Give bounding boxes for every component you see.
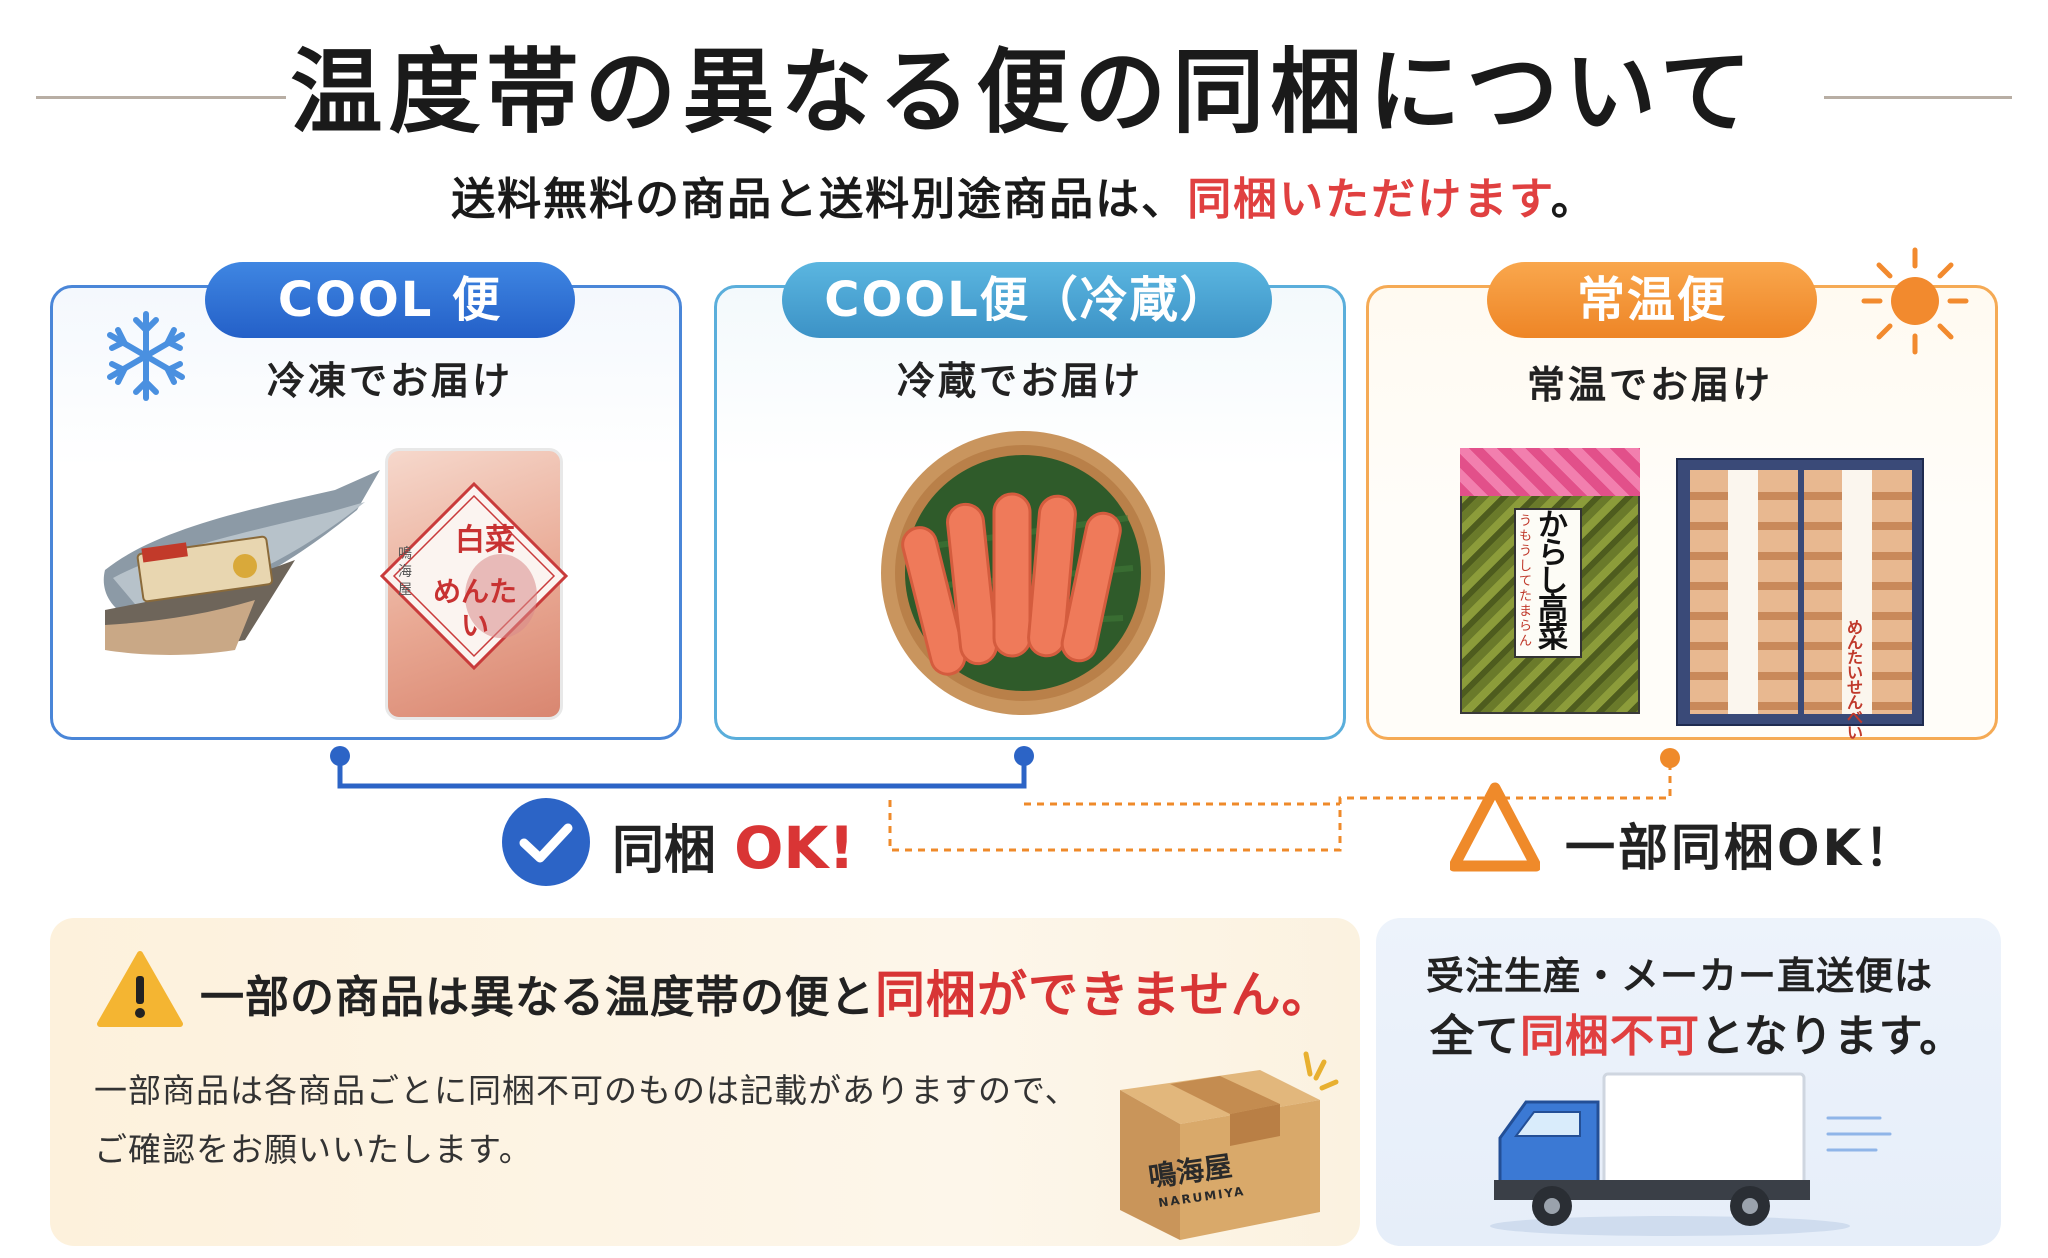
notice-right-suffix: となります。 (1700, 1011, 1965, 1062)
delivery-truck-image (1490, 1072, 1892, 1236)
check-icon (502, 798, 590, 886)
notice-left-body-line2: ご確認をお願いいたします。 (94, 1130, 533, 1169)
fish-product-image (103, 470, 380, 655)
subtitle-suffix: 。 (1550, 174, 1597, 225)
karashi-takana-label (1514, 508, 1582, 658)
karashi-takana-label-text: からし高菜 (1538, 508, 1568, 655)
senbei-band-right (1842, 470, 1872, 714)
partial-ok-status: 一部同梱OK！ (1565, 819, 1918, 877)
sun-icon (1861, 247, 1969, 355)
badge-ambient: 常温便 (1487, 262, 1817, 338)
page-subtitle: 送料無料の商品と送料別途商品は、同梱いただけます。 (0, 163, 2048, 227)
mentai-label-1: 白菜 (455, 523, 515, 558)
ok-accent: OK! (734, 814, 855, 882)
subtitle-highlight: 同梱いただけます (1187, 174, 1551, 225)
warning-icon (97, 951, 183, 1027)
ok-status: 同梱 OK! (612, 808, 855, 883)
karashi-takana-sub-text: うもうしてたまらん (1519, 514, 1533, 649)
notice-left-heading-prefix: 一部の商品は異なる温度帯の便と (200, 972, 875, 1023)
page-title: 温度帯の異なる便の同梱について (290, 39, 1758, 146)
title-rule-left (36, 96, 286, 99)
mentai-label-2: めんたい (432, 575, 517, 642)
notice-left-body-line1: 一部商品は各商品ごとに同梱不可のものは記載がありますので、 (94, 1071, 1079, 1110)
senbei-label: めんたいせんべい (1847, 618, 1864, 742)
mentaiko-bowl-image (881, 431, 1165, 715)
notice-right-highlight: 同梱不可 (1520, 1011, 1700, 1062)
connector-lines (330, 746, 1680, 852)
triangle-icon (1450, 782, 1540, 872)
notice-right-line2: 全て同梱不可となります。 (1430, 1000, 1964, 1064)
badge-cool-frozen: COOL 便 (205, 262, 575, 338)
card-chilled-subtitle: 冷蔵でお届け (896, 359, 1143, 403)
ok-label: 同梱 (612, 821, 717, 881)
karashi-takana-top-band (1460, 448, 1640, 496)
badge-cool-chilled: COOL便（冷蔵） (782, 262, 1272, 338)
card-ambient-subtitle: 常温でお届け (1526, 363, 1773, 407)
mentai-brand: 鳴海屋 (398, 546, 412, 598)
notice-right-prefix: 全て (1430, 1011, 1520, 1062)
title-rule-right (1824, 96, 2012, 99)
notice-left-heading: 一部の商品は異なる温度帯の便と同梱ができません。 (200, 955, 1333, 1027)
cardboard-box-image (1120, 1051, 1339, 1240)
subtitle-prefix: 送料無料の商品と送料別途商品は、 (451, 174, 1188, 225)
snowflake-icon (107, 311, 185, 401)
senbei-band-left (1728, 470, 1758, 714)
notice-left-heading-highlight: 同梱ができません。 (875, 966, 1333, 1024)
notice-right-line1: 受注生産・メーカー直送便は (1426, 954, 1934, 998)
mentai-label-diamond (379, 481, 569, 671)
card-frozen-subtitle: 冷凍でお届け (266, 359, 513, 403)
